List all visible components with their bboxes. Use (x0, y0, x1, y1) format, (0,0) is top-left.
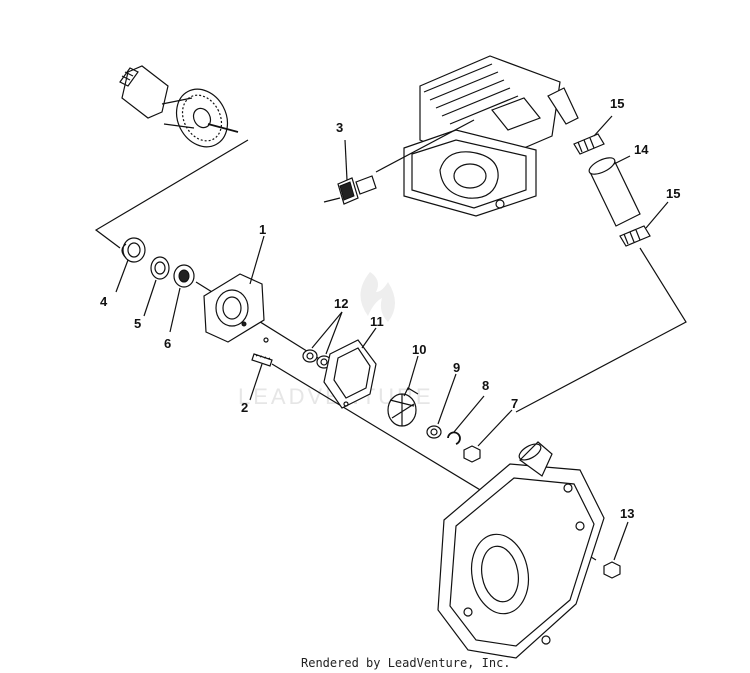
crankshaft-gear (119, 65, 239, 148)
part-12-seals (302, 311, 343, 369)
cylinder-head (375, 55, 579, 217)
callout-8: 8 (482, 378, 489, 393)
callout-15-lower: 15 (666, 186, 680, 201)
part-10-impeller (387, 355, 419, 427)
part-1-pump-housing (203, 235, 269, 343)
coolant-hose-assembly (515, 115, 687, 413)
callout-1: 1 (259, 222, 266, 237)
callout-12: 12 (334, 296, 348, 311)
callout-7: 7 (511, 396, 518, 411)
callout-2: 2 (241, 400, 248, 415)
parts-9-8-7 (426, 373, 513, 463)
part-3-sensor (323, 139, 377, 205)
footer-credit: Rendered by LeadVenture, Inc. (301, 656, 511, 670)
callout-15-upper: 15 (610, 96, 624, 111)
callout-9: 9 (453, 360, 460, 375)
callout-13: 13 (620, 506, 634, 521)
callout-4: 4 (100, 294, 108, 309)
callout-10: 10 (412, 342, 426, 357)
callout-3: 3 (336, 120, 343, 135)
crankcase-cover (437, 441, 605, 659)
callout-11: 11 (370, 314, 384, 329)
callout-14: 14 (634, 142, 649, 157)
part-11-gasket (323, 327, 377, 409)
callout-labels: 1 2 3 4 5 6 7 8 9 10 11 12 13 14 15 15 (100, 96, 680, 521)
callout-5: 5 (134, 316, 141, 331)
callout-6: 6 (164, 336, 171, 351)
part-13-bolt (603, 521, 629, 579)
